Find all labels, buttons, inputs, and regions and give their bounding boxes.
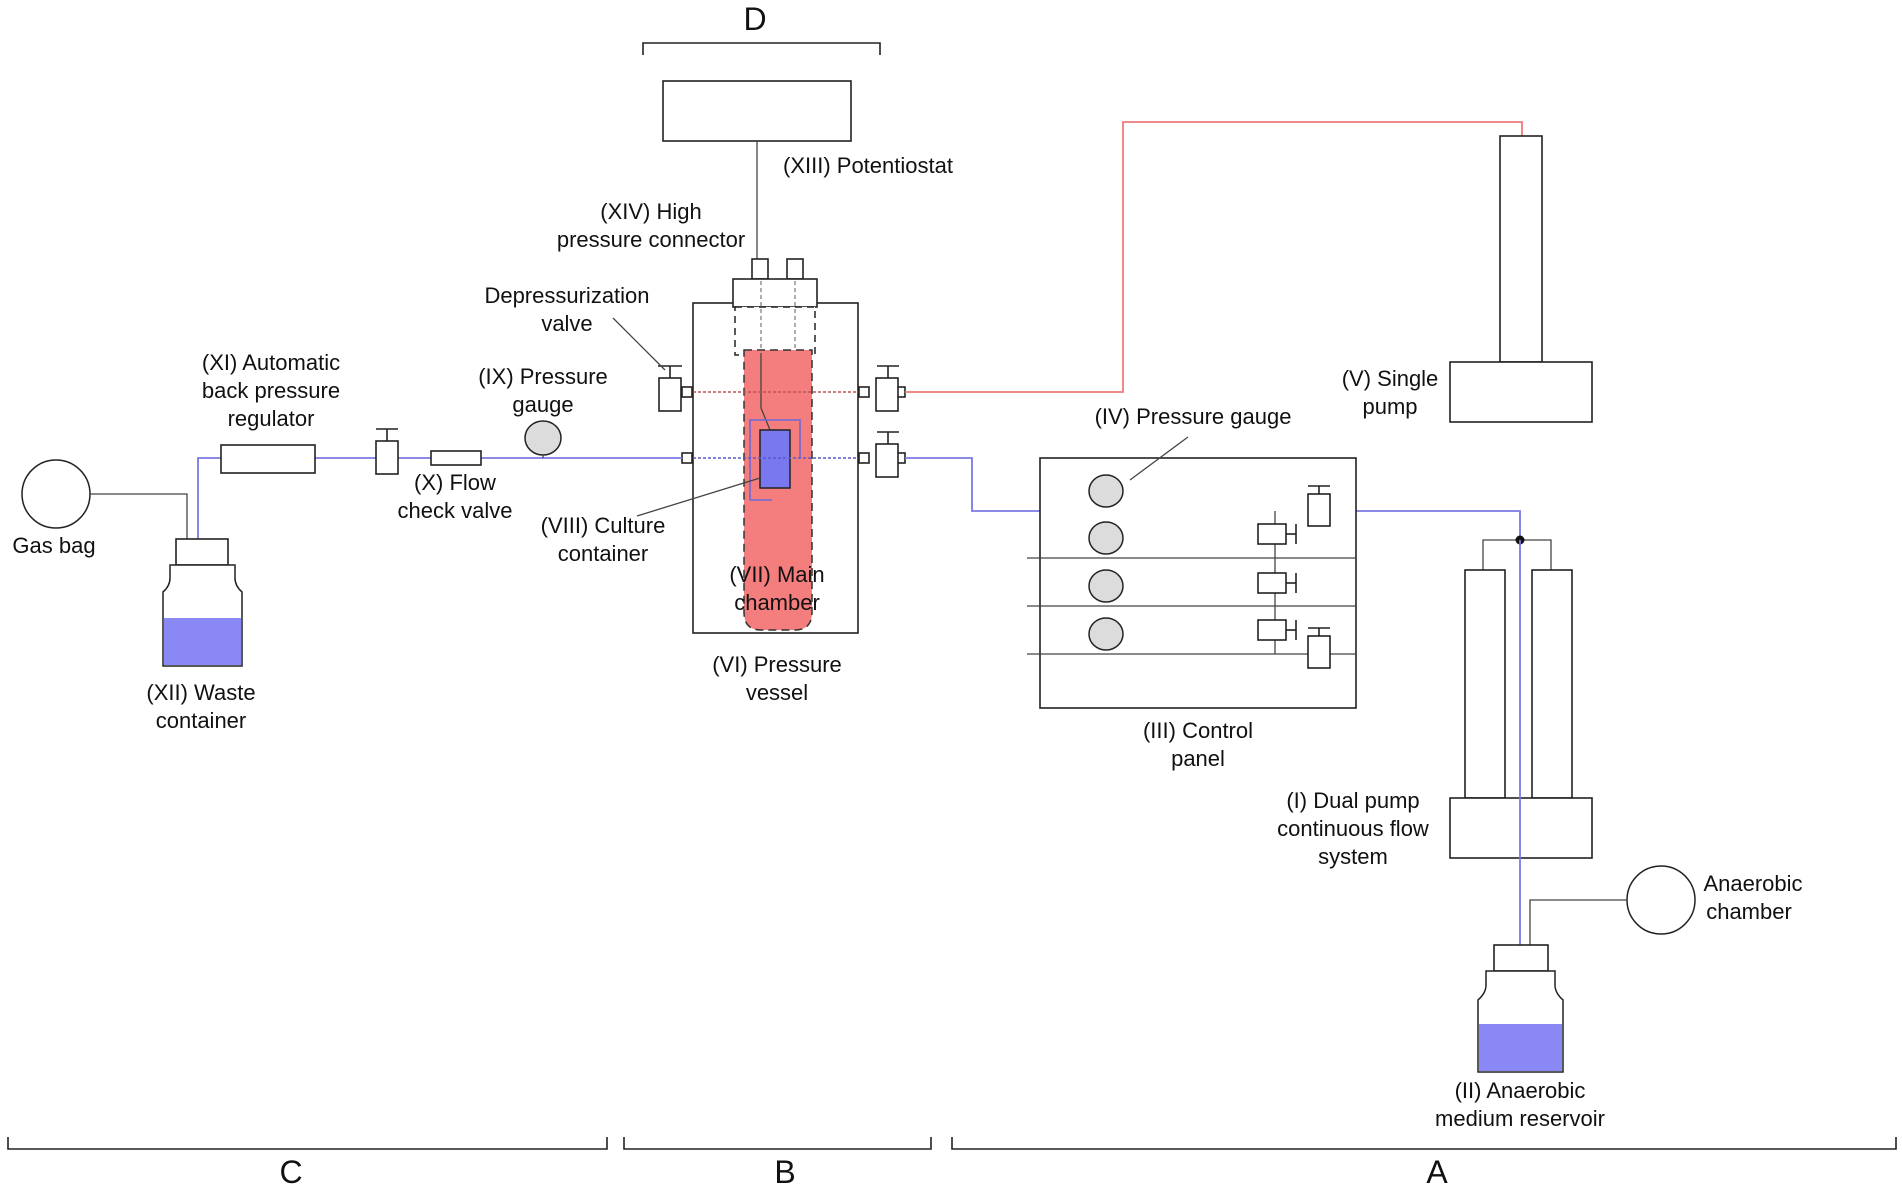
gas-bag-line xyxy=(90,493,188,539)
section-c-bracket xyxy=(7,1137,608,1150)
dual-pump-label-3: system xyxy=(1318,844,1388,869)
line-valve xyxy=(375,428,399,475)
anaerobic-chamber-label-1: Anaerobic xyxy=(1703,871,1802,896)
anaerobic-chamber-line xyxy=(1529,899,1627,945)
section-b-label: B xyxy=(774,1154,795,1187)
culture-container-leader xyxy=(636,477,761,517)
main-chamber-label-2: chamber xyxy=(734,590,820,615)
vessel-fittings xyxy=(681,386,906,464)
section-d-label: D xyxy=(743,1,766,37)
waste-container-label-1: (XII) Waste xyxy=(146,680,255,705)
potentiostat-label: (XIII) Potentiostat xyxy=(783,153,953,178)
vessel-upper-valve xyxy=(875,365,899,412)
culture-container-label-1: (VIII) Culture xyxy=(541,513,666,538)
medium-line-left xyxy=(197,457,682,550)
section-b-bracket xyxy=(623,1137,932,1150)
control-panel-gauges xyxy=(1088,474,1124,651)
depressurization-leader xyxy=(612,317,666,371)
back-pressure-label-2: back pressure xyxy=(202,378,340,403)
single-pump-label-1: (V) Single xyxy=(1342,366,1439,391)
flow-check-label-1: (X) Flow xyxy=(414,470,496,495)
main-chamber-label-1: (VII) Main xyxy=(729,562,824,587)
control-panel-label-2: panel xyxy=(1171,746,1225,771)
pressure-gauge-ix xyxy=(524,420,562,456)
waste-container-label-2: container xyxy=(156,708,247,733)
high-pressure-connector xyxy=(732,258,818,356)
vessel-lower-valve xyxy=(875,431,899,478)
pressure-vessel-label-2: vessel xyxy=(746,680,808,705)
single-pump-label-2: pump xyxy=(1362,394,1417,419)
dual-pump-label-2: continuous flow xyxy=(1277,816,1429,841)
medium-line-right xyxy=(905,457,1521,540)
culture-container xyxy=(759,429,791,489)
back-pressure-label-1: (XI) Automatic xyxy=(202,350,340,375)
pressure-gauge-ix-label-1: (IX) Pressure xyxy=(478,364,608,389)
section-a-label: A xyxy=(1426,1154,1448,1187)
anaerobic-chamber xyxy=(1626,865,1696,935)
pump-line xyxy=(905,121,1523,393)
pressure-vessel-label-1: (VI) Pressure xyxy=(712,652,842,677)
section-c-label: C xyxy=(279,1154,302,1187)
section-d-bracket xyxy=(642,42,881,55)
depressurization-label-2: valve xyxy=(541,311,592,336)
control-panel-label-1: (III) Control xyxy=(1143,718,1253,743)
control-panel-valves xyxy=(1257,485,1331,669)
gas-bag xyxy=(21,459,91,529)
culture-container-frame xyxy=(749,419,801,500)
anaerobic-medium-reservoir xyxy=(1477,944,1564,1073)
section-a-bracket xyxy=(951,1137,1897,1150)
dual-pump-label-1: (I) Dual pump xyxy=(1286,788,1419,813)
flow-check-label-2: check valve xyxy=(398,498,513,523)
depressurization-valve xyxy=(658,365,682,412)
pressure-gauge-iv-leader xyxy=(1129,436,1189,481)
flow-check-valve xyxy=(430,450,482,466)
dual-pump xyxy=(1449,535,1593,859)
high-pressure-connector-label-1: (XIV) High xyxy=(600,199,701,224)
culture-container-label-2: container xyxy=(558,541,649,566)
waste-container xyxy=(162,538,243,667)
depressurization-label-1: Depressurization xyxy=(484,283,649,308)
single-pump xyxy=(1449,135,1593,423)
reservoir-label-2: medium reservoir xyxy=(1435,1106,1605,1131)
pressure-gauge-iv-label: (IV) Pressure gauge xyxy=(1095,404,1292,429)
reservoir-label-1: (II) Anaerobic xyxy=(1455,1078,1586,1103)
anaerobic-chamber-label-2: chamber xyxy=(1706,899,1792,924)
back-pressure-regulator xyxy=(220,444,316,474)
back-pressure-label-3: regulator xyxy=(228,406,315,431)
gas-bag-label: Gas bag xyxy=(12,533,95,558)
high-pressure-connector-label-2: pressure connector xyxy=(557,227,745,252)
pressure-gauge-ix-label-2: gauge xyxy=(512,392,573,417)
potentiostat xyxy=(662,80,852,142)
